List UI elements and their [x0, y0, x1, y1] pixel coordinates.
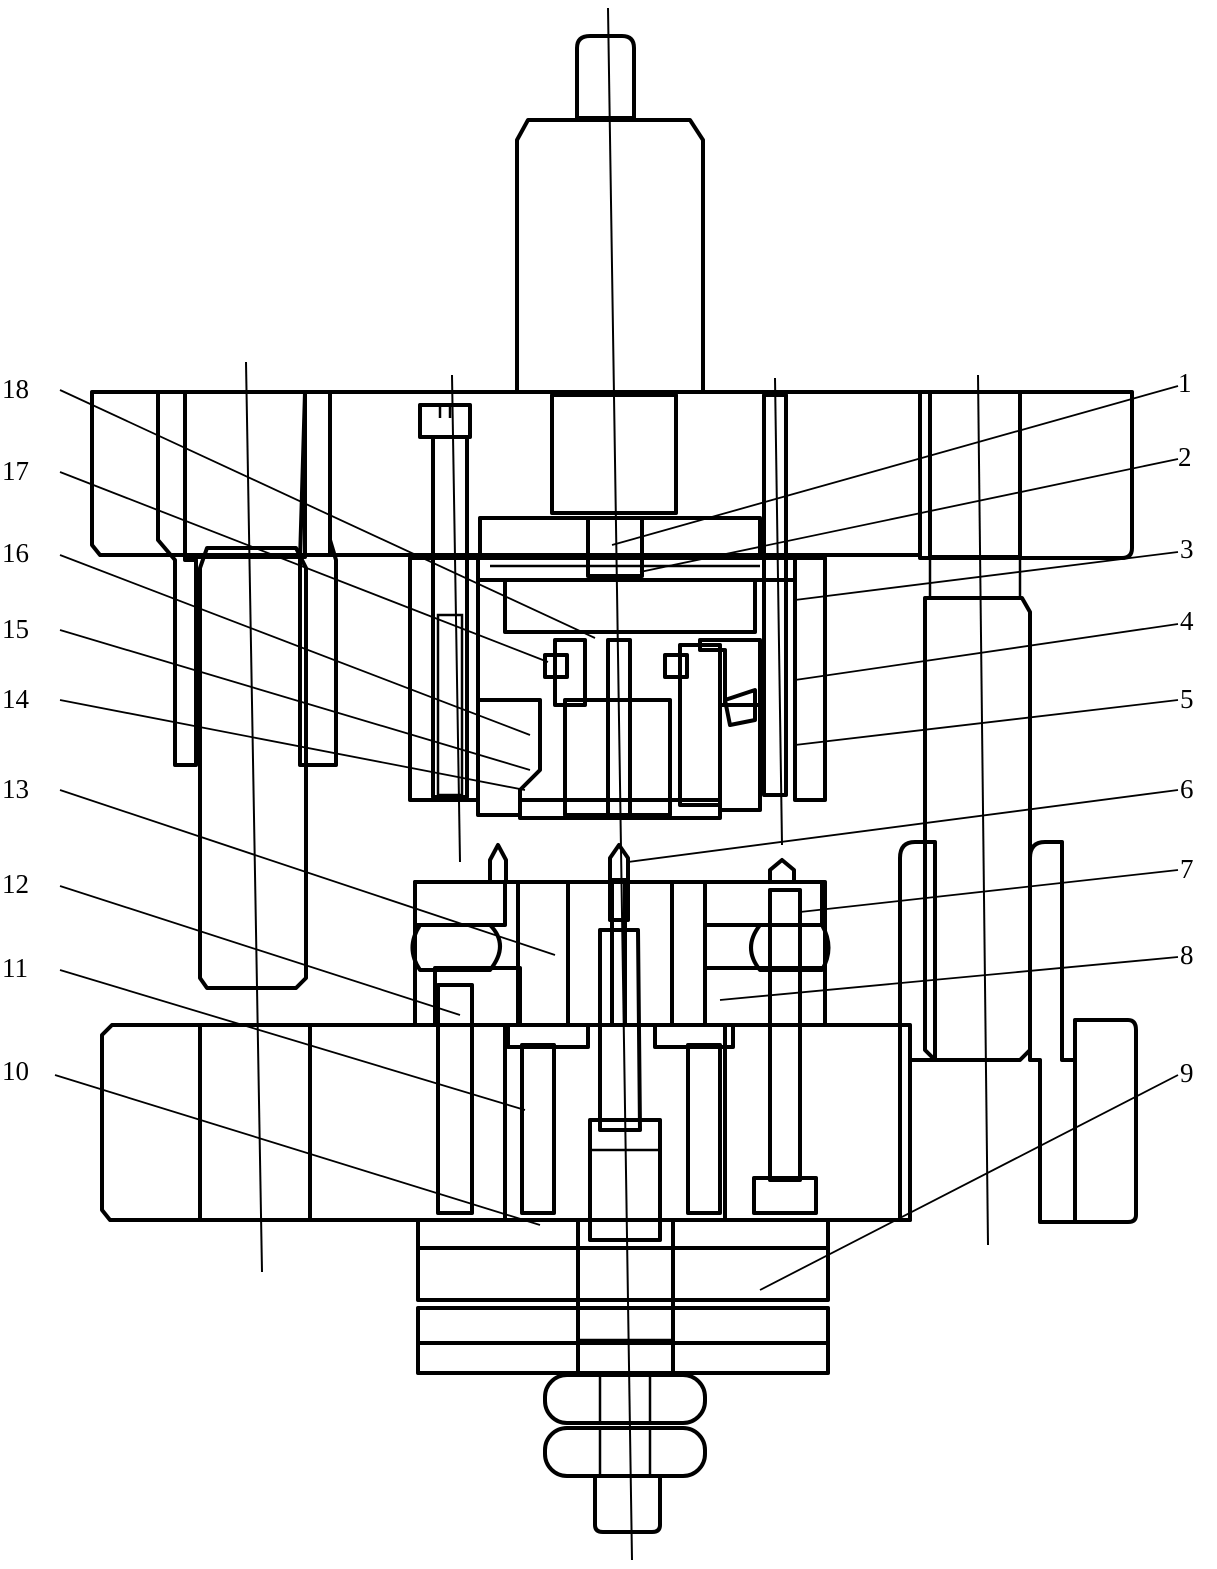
buffer-rubber-2: [416, 1306, 830, 1345]
rubber-ring-left: [410, 923, 502, 972]
buffer-plate-bottom: [416, 1341, 830, 1375]
callout-18: 18: [2, 374, 29, 404]
callout-7: 7: [1180, 854, 1194, 884]
top-plate-right: [918, 390, 1134, 560]
guide-pillar-left: [198, 546, 308, 990]
callout-11: 11: [2, 953, 28, 983]
upper-die: [90, 34, 1134, 820]
callout-17: 17: [2, 456, 29, 486]
callout-3: 3: [1180, 534, 1194, 564]
callout-2: 2: [1178, 442, 1192, 472]
die-plate: [413, 880, 507, 927]
stud-end: [593, 1474, 662, 1534]
callout-6: 6: [1180, 774, 1194, 804]
callout-16: 16: [2, 538, 29, 568]
callout-15: 15: [2, 614, 29, 644]
callout-10: 10: [2, 1056, 29, 1086]
ejector-pin-6: [608, 843, 630, 884]
leader-lines: [54, 385, 1179, 1291]
buffer-assembly: [416, 1218, 830, 1534]
callout-9: 9: [1180, 1058, 1194, 1088]
callout-4: 4: [1180, 606, 1194, 636]
rubber-ring-right: [749, 923, 831, 972]
callout-14: 14: [2, 684, 30, 714]
nut-upper: [543, 1373, 707, 1425]
callout-1: 1: [1178, 368, 1192, 398]
ejector-rod: [598, 928, 642, 1132]
guide-bush-right: [898, 840, 937, 1222]
guide-pillars: [198, 546, 1032, 1062]
lower-die: [100, 840, 1138, 1242]
buffer-rubber-1: [416, 1246, 830, 1302]
buffer-plate-top: [416, 1218, 830, 1250]
callout-13: 13: [2, 774, 29, 804]
callout-8: 8: [1180, 940, 1194, 970]
part-callouts: 1 2 3 4 5 6 7 8 9 10 11 12 13 14 15 16 1…: [2, 368, 1194, 1088]
callout-5: 5: [1180, 684, 1194, 714]
callout-12: 12: [2, 869, 29, 899]
shank-tip: [575, 34, 636, 120]
nut-lower: [543, 1426, 707, 1478]
guide-bush-left: [156, 390, 198, 767]
stripper-plate: [476, 698, 542, 817]
center-lines: [245, 7, 989, 1561]
guide-pillar-right: [923, 596, 1032, 1062]
lower-die-shoe: [100, 1023, 202, 1222]
